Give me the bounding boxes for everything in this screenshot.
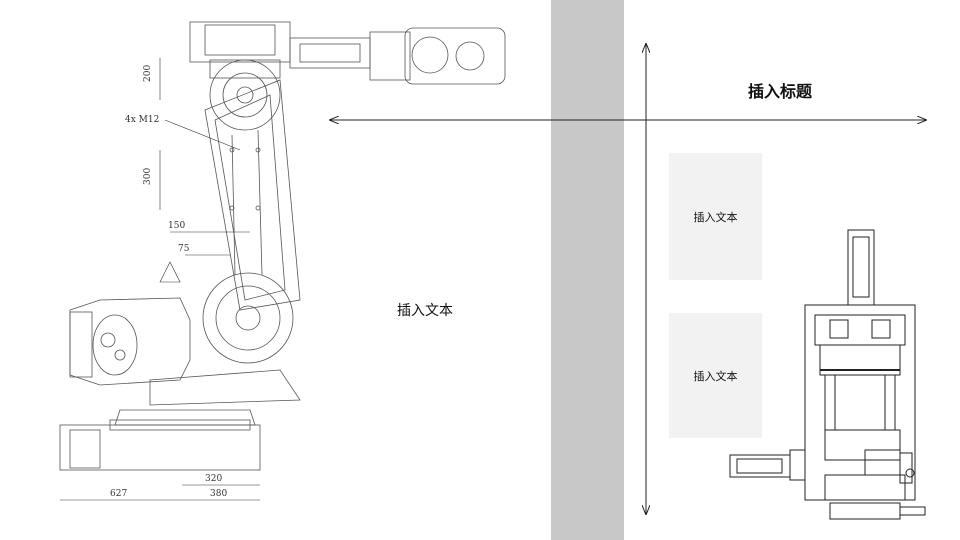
- slide-title[interactable]: 插入标题: [747, 82, 812, 101]
- dim-627: 627: [110, 489, 127, 499]
- text-box-1-label: 插入文本: [693, 210, 738, 224]
- gray-divider-band: [551, 0, 624, 540]
- robot-side-view-drawing: 200 4x M12 300 150 75 320 380 627: [59, 21, 506, 501]
- dim-4x-m12: 4x M12: [125, 115, 159, 125]
- dim-300: 300: [143, 168, 153, 185]
- center-text-placeholder[interactable]: 插入文本: [397, 303, 453, 319]
- dim-380: 380: [210, 489, 227, 499]
- dim-320: 320: [205, 474, 222, 484]
- text-box-2[interactable]: 插入文本: [669, 313, 762, 438]
- text-box-2-label: 插入文本: [693, 369, 738, 383]
- text-box-1[interactable]: 插入文本: [669, 153, 762, 280]
- dim-150: 150: [168, 221, 185, 231]
- dim-75: 75: [178, 244, 190, 254]
- dim-200: 200: [143, 65, 153, 82]
- robot-top-view-drawing: [729, 229, 926, 520]
